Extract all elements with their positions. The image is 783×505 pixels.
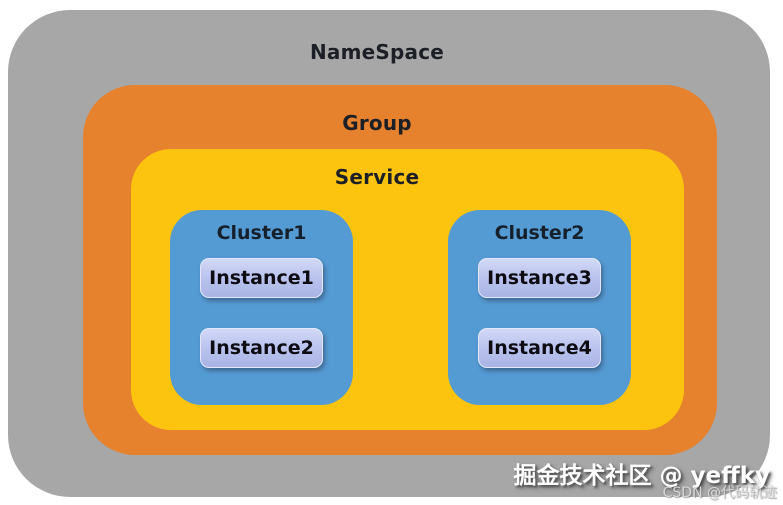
instance2-box: Instance2 xyxy=(200,328,323,368)
service-label: Service xyxy=(334,165,420,189)
group-label: Group xyxy=(342,111,412,135)
cluster2-box: Cluster2 Instance3 Instance4 xyxy=(448,210,631,405)
instance3-box: Instance3 xyxy=(478,258,601,298)
watermark-secondary: CSDN @代码轨迹 xyxy=(662,485,777,501)
cluster2-label: Cluster2 xyxy=(494,222,585,244)
watermark-primary: 掘金技术社区 @ yeffky xyxy=(513,463,770,489)
cluster1-label: Cluster1 xyxy=(216,222,307,244)
namespace-box: NameSpace Group Service Cluster1 Instanc… xyxy=(8,10,770,497)
instance4-box: Instance4 xyxy=(478,328,601,368)
group-box: Group Service Cluster1 Instance1 Instanc… xyxy=(83,85,717,455)
service-box: Service Cluster1 Instance1 Instance2 Clu… xyxy=(131,149,684,430)
namespace-label: NameSpace xyxy=(309,40,445,64)
instance1-box: Instance1 xyxy=(200,258,323,298)
cluster1-box: Cluster1 Instance1 Instance2 xyxy=(170,210,353,405)
